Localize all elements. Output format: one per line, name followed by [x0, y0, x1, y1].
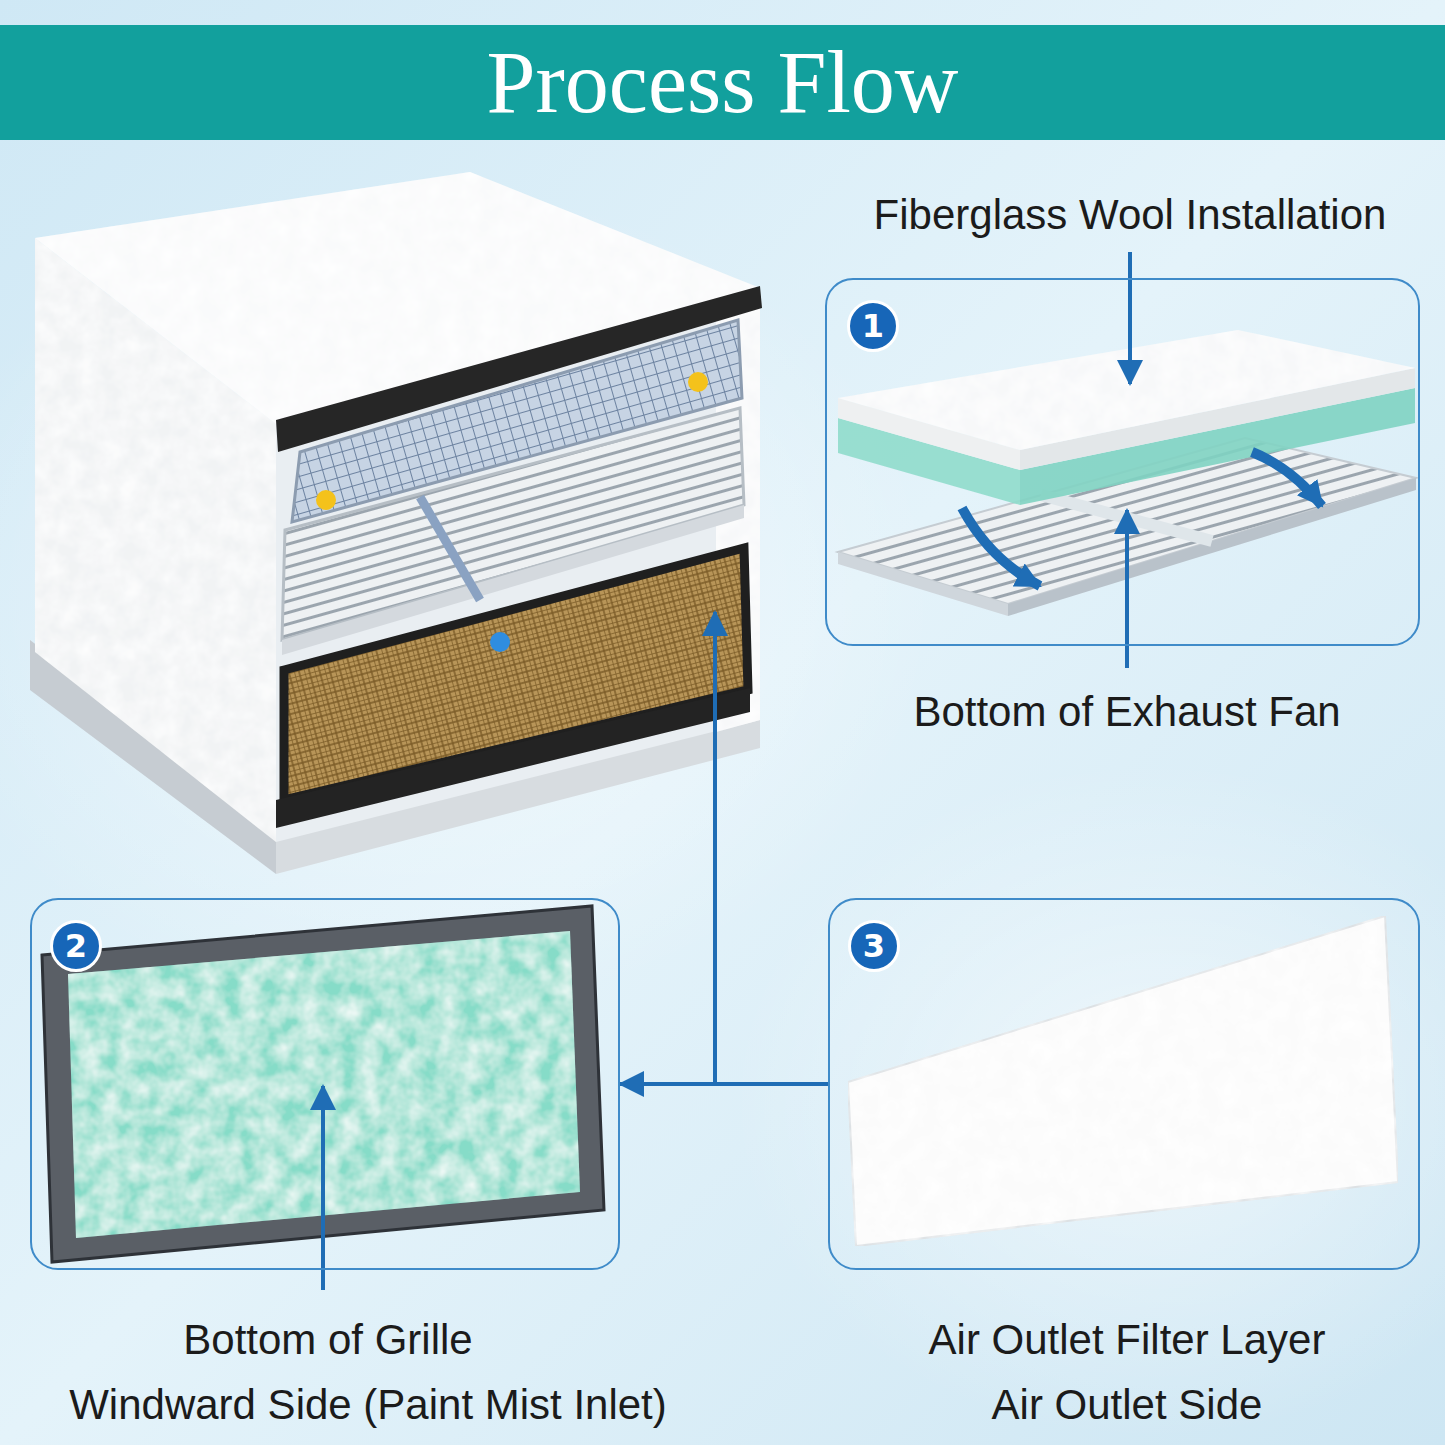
process-panel: 1 [825, 278, 1420, 646]
caption-label: Windward Side (Paint Mist Inlet) [69, 1381, 667, 1429]
flow-arrow [620, 1082, 828, 1086]
panel-three-illustration [848, 916, 1398, 1246]
panel-one-illustration-part [1252, 452, 1322, 506]
panel-one-illustration-part [838, 552, 1008, 616]
filter-box-illustration-part [490, 632, 510, 652]
filter-box-illustration-part [420, 497, 480, 600]
process-panel: 2 [30, 898, 620, 1270]
panel-two-illustration-part [321, 1086, 325, 1290]
filter-box-illustration-part [316, 490, 336, 510]
filter-box-illustration-part [276, 286, 762, 452]
filter-box-illustration-part [276, 688, 750, 828]
panel-three-illustration-part [848, 916, 1398, 1246]
branch-arrow [713, 612, 717, 1084]
panel-one-illustration-part [1128, 252, 1132, 384]
panel-one-illustration-part [962, 508, 1040, 586]
title-bar [0, 25, 1445, 140]
process-panel: 3 [828, 898, 1420, 1270]
caption-label: Fiberglass Wool Installation [874, 191, 1387, 239]
panel-one-illustration-part [838, 330, 1415, 450]
caption-label: Air Outlet Side [992, 1381, 1263, 1429]
filter-box-illustration-part [688, 372, 708, 392]
filter-box-illustration [30, 172, 762, 874]
callout-number: 1 [847, 300, 899, 352]
title-text: Process Flow [0, 25, 1445, 140]
background-part [730, 760, 1445, 1440]
panel-one-illustration [838, 252, 1416, 668]
callout-number: 3 [848, 920, 900, 972]
panel-two-illustration [42, 906, 604, 1290]
callout-number: 2 [50, 920, 102, 972]
caption-label: Bottom of Exhaust Fan [913, 688, 1340, 736]
caption-label: Bottom of Grille [183, 1316, 472, 1364]
panel-one-illustration-part [1008, 478, 1416, 616]
caption-label: Air Outlet Filter Layer [929, 1316, 1326, 1364]
